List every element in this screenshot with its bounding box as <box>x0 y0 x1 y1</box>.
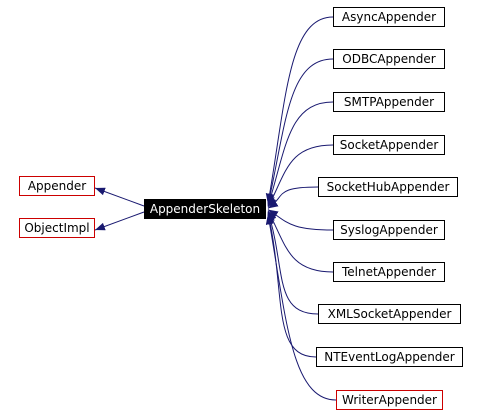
node-sockethubappender[interactable]: SocketHubAppender <box>318 177 458 197</box>
node-xmlsocketappender[interactable]: XMLSocketAppender <box>318 304 461 324</box>
node-objectimpl[interactable]: ObjectImpl <box>19 218 95 238</box>
edge-to-appender <box>94 187 145 207</box>
node-odbcappender[interactable]: ODBCAppender <box>333 49 445 69</box>
node-nteventlogappender[interactable]: NTEventLogAppender <box>316 347 463 367</box>
node-writerappender[interactable]: WriterAppender <box>336 390 443 410</box>
edge-to-objectimpl <box>94 211 145 231</box>
node-appenderskeleton: AppenderSkeleton <box>144 199 266 219</box>
node-socketappender[interactable]: SocketAppender <box>333 135 445 155</box>
edge-from-odbcappender <box>266 58 334 205</box>
edge-from-xmlsocketappender <box>267 211 319 315</box>
edge-from-socketappender <box>267 144 334 208</box>
node-syslogappender[interactable]: SyslogAppender <box>333 220 445 240</box>
node-appender[interactable]: Appender <box>19 176 95 196</box>
edge-from-asyncappender <box>265 16 334 204</box>
edge-from-nteventlogappender <box>266 213 317 358</box>
node-telnetappender[interactable]: TelnetAppender <box>333 262 445 282</box>
edge-from-telnetappender <box>267 210 334 273</box>
node-smtpappender[interactable]: SMTPAppender <box>333 92 445 112</box>
edge-from-sockethubappender <box>267 186 319 209</box>
edge-from-smtpappender <box>267 101 334 207</box>
edge-from-writerappender <box>265 214 337 401</box>
edge-from-syslogappender <box>267 209 334 231</box>
node-asyncappender[interactable]: AsyncAppender <box>333 7 445 27</box>
